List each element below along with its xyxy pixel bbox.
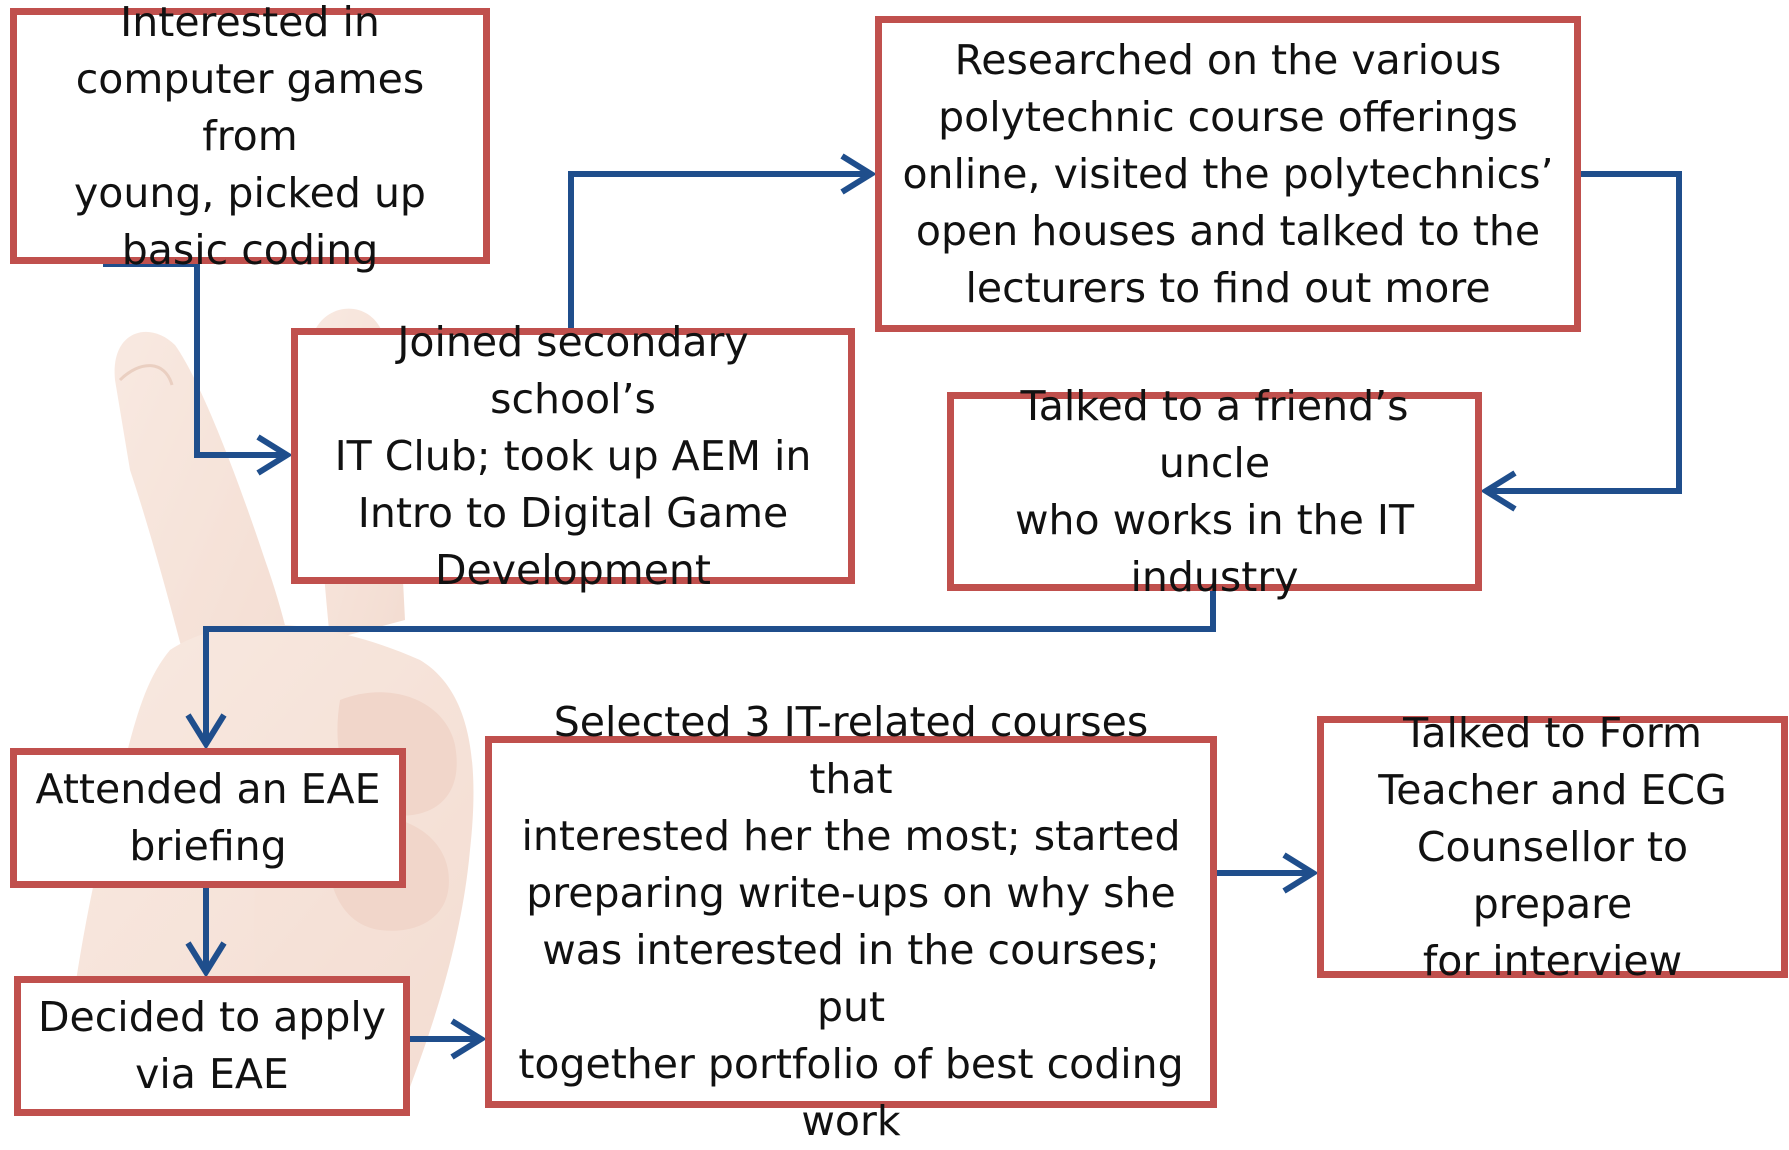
step-box-talked-to-form-teacher: Talked to Form Teacher and ECG Counsello…: [1317, 709, 1788, 985]
arrowhead-icon: [840, 153, 877, 195]
step-box-attended-eae-briefing: Attended an EAE briefing: [10, 748, 406, 888]
step-text: Decided to apply via EAE: [37, 993, 387, 1098]
step-text: Talked to Form Teacher and ECG Counsello…: [1378, 708, 1727, 985]
step-text: Talked to a friend’s uncle who works in …: [1014, 381, 1415, 601]
step-text: Selected 3 IT-related courses that inter…: [518, 698, 1184, 1145]
arrow-step4-to-step5: [203, 591, 1216, 744]
step-text: Joined secondary school’s IT Club; took …: [334, 317, 812, 594]
arrowhead-icon: [1480, 470, 1517, 512]
step-box-decided-to-apply: Decided to apply via EAE: [14, 976, 410, 1116]
arrowhead-icon: [185, 713, 227, 750]
step-box-researched-polytechnic-courses: Researched on the various polytechnic co…: [875, 16, 1581, 332]
arrow-step1-to-step2: [103, 261, 287, 458]
arrowhead-icon: [185, 941, 227, 978]
step-box-talked-to-friends-uncle: Talked to a friend’s uncle who works in …: [947, 382, 1482, 601]
step-text: Attended an EAE briefing: [35, 765, 381, 870]
step-box-interested-in-games: Interested in computer games from young,…: [10, 0, 490, 274]
step-text: Researched on the various polytechnic co…: [902, 35, 1554, 312]
arrow-step2-to-step3: [568, 171, 871, 328]
arrowhead-icon: [450, 1018, 487, 1060]
connector-arrows: [103, 153, 1682, 1060]
arrowhead-icon: [256, 434, 293, 476]
step-box-joined-it-club: Joined secondary school’s IT Club; took …: [291, 318, 855, 594]
step-text: Interested in computer games from young,…: [74, 0, 426, 274]
step-box-selected-courses: Selected 3 IT-related courses that inter…: [485, 698, 1217, 1145]
arrowhead-icon: [1282, 852, 1319, 894]
arrow-step3-to-step4: [1486, 171, 1682, 494]
